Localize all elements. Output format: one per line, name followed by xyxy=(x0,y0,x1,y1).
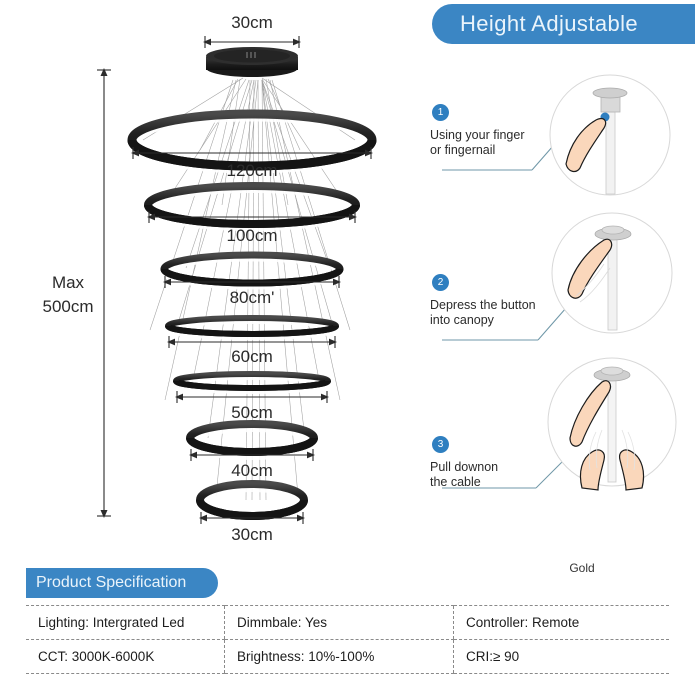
max-height-dimension xyxy=(97,68,111,518)
spec-cell-controller: Controller: Remote xyxy=(453,605,669,640)
spec-cell-brightness: Brightness: 10%-100% xyxy=(224,639,454,674)
label-max-line1: Max xyxy=(52,273,85,292)
step-1-badge: 1 xyxy=(432,104,449,121)
label-canopy-30cm: 30cm xyxy=(231,13,273,32)
chandelier-diagram: 30cm 120cm 100cm 80cm' 60cm 50cm 40cm 30… xyxy=(0,0,420,560)
dimension-60cm xyxy=(167,336,337,348)
ring-40cm xyxy=(186,420,318,460)
label-max-line2: 500cm xyxy=(42,297,93,316)
canopy-rod-icon xyxy=(593,366,631,483)
finger-icon-left xyxy=(579,449,605,491)
dimension-40cm xyxy=(189,449,315,461)
step-1-text: Using your finger or fingernail xyxy=(430,128,525,158)
step-2: 2 Depress the button into canopy xyxy=(420,208,695,343)
motion-lines xyxy=(575,263,611,303)
spec-cell-dimmable: Dimmbale: Yes xyxy=(224,605,454,640)
label-ring-60cm: 60cm xyxy=(231,347,273,366)
ring-60cm xyxy=(165,315,339,340)
table-row: CCT: 3000K-6000K Brightness: 10%-100% CR… xyxy=(26,639,669,674)
canopy-rod-icon xyxy=(594,225,632,331)
step-3-line2: the cable xyxy=(430,475,481,489)
step-1: 1 Using your finger or fingernail xyxy=(420,72,695,207)
ceiling-canopy xyxy=(206,47,298,77)
spec-cell-cri: CRI:≥ 90 xyxy=(453,639,669,674)
step-1-illustration xyxy=(442,74,671,196)
ring-80cm xyxy=(160,251,344,290)
gold-label: Gold xyxy=(569,561,595,575)
label-ring-100cm: 100cm xyxy=(226,226,277,245)
finger-icon xyxy=(567,238,613,299)
step-2-line1: Depress the button xyxy=(430,298,536,312)
spec-banner-title: Product Specification xyxy=(36,574,187,591)
spec-cell-lighting: Lighting: Intergrated Led xyxy=(26,605,225,640)
spec-banner: Product Specification xyxy=(26,568,218,598)
label-ring-80cm: 80cm' xyxy=(230,288,275,307)
finger-icon-top xyxy=(569,380,612,447)
label-ring-30cm: 30cm xyxy=(231,525,273,544)
canopy-rod-icon xyxy=(592,87,628,195)
header-banner: Height Adjustable xyxy=(432,4,695,44)
color-option-gold[interactable]: Gold xyxy=(536,512,628,575)
dimension-canopy xyxy=(203,36,301,48)
specification-table: Lighting: Intergrated Led Dimmbale: Yes … xyxy=(26,605,669,674)
dimension-120cm xyxy=(131,147,373,159)
step-3-badge: 3 xyxy=(432,436,449,453)
ring-50cm xyxy=(173,371,331,394)
step-1-line1: Using your finger xyxy=(430,128,525,142)
finger-icon xyxy=(565,117,607,173)
dimension-30cm-bottom xyxy=(199,512,305,524)
dimension-80cm xyxy=(163,276,341,288)
table-row: Lighting: Intergrated Led Dimmbale: Yes … xyxy=(26,605,669,640)
ring-100cm xyxy=(144,182,360,231)
step-2-text: Depress the button into canopy xyxy=(430,298,536,328)
step-2-badge: 2 xyxy=(432,274,449,291)
step-3-line1: Pull downon xyxy=(430,460,499,474)
step-3-illustration xyxy=(442,357,677,491)
header-title: Height Adjustable xyxy=(460,11,639,36)
motion-lines xyxy=(588,429,636,471)
dimension-100cm xyxy=(147,211,357,223)
step-2-line2: into canopy xyxy=(430,313,494,327)
label-ring-120cm: 120cm xyxy=(226,161,277,180)
step-3-text: Pull downon the cable xyxy=(430,460,498,490)
ring-120cm xyxy=(127,109,377,174)
chandelier-svg: 30cm 120cm 100cm 80cm' 60cm 50cm 40cm 30… xyxy=(42,13,377,544)
spec-cell-cct: CCT: 3000K-6000K xyxy=(26,639,225,674)
ring-30cm xyxy=(196,480,308,524)
step-3: 3 Pull downon the cable xyxy=(420,348,695,491)
step-1-line2: or fingernail xyxy=(430,143,496,157)
gold-swatch-icon xyxy=(561,512,603,554)
dimension-50cm xyxy=(175,391,329,403)
label-ring-40cm: 40cm xyxy=(231,461,273,480)
label-ring-50cm: 50cm xyxy=(231,403,273,422)
finger-icon-right xyxy=(619,449,645,491)
step-2-illustration xyxy=(442,212,673,341)
